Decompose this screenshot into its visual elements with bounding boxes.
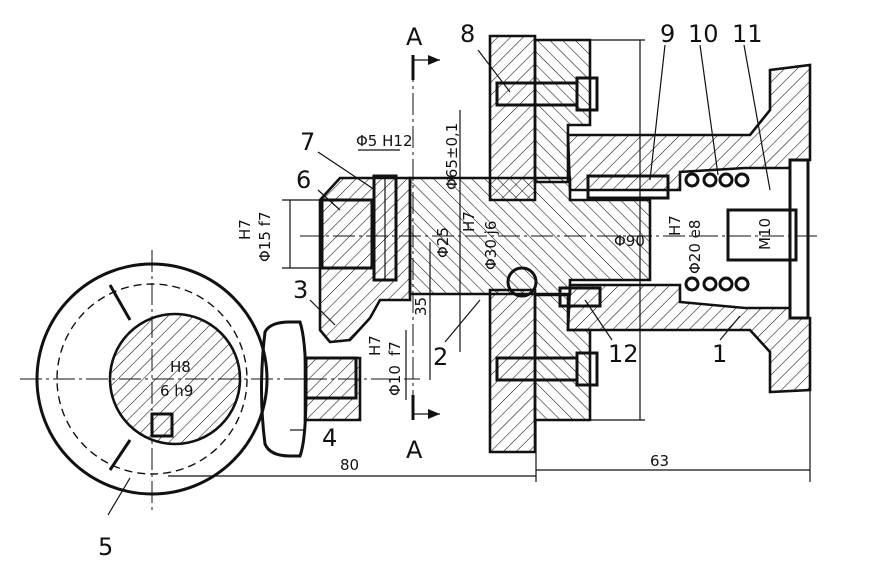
- part-label-4: 4: [322, 424, 337, 452]
- screw-part-11: [726, 208, 798, 262]
- pin-part-12: [506, 266, 602, 308]
- part-label-8: 8: [460, 20, 475, 48]
- dim-bore-25: Φ25: [434, 227, 452, 258]
- dim-spring-fit-h7: H7: [666, 215, 684, 236]
- knob-part-4: [260, 320, 358, 458]
- section-label-bottom: A: [406, 436, 423, 464]
- dim-dist-35: 35: [412, 297, 430, 316]
- dim-end-fit-f7: Φ15 f7: [256, 212, 274, 263]
- spring-part-10: [684, 172, 750, 292]
- section-marker-bottom: [411, 395, 440, 420]
- part-label-9: 9: [660, 20, 675, 48]
- section-marker-top: [411, 55, 440, 80]
- leader-lines: [107, 44, 771, 516]
- part-label-2: 2: [433, 343, 448, 371]
- part-label-1: 1: [712, 340, 727, 368]
- part-label-10: 10: [688, 20, 719, 48]
- part-label-7: 7: [300, 128, 315, 156]
- dim-spring-fit-e8: Φ20 e8: [686, 220, 704, 274]
- part-label-12: 12: [608, 340, 639, 368]
- dim-pin-hole: Φ5 H12: [356, 132, 412, 150]
- dim-key-h8: H8: [170, 358, 191, 376]
- dim-key-h9: 6 h9: [160, 382, 193, 400]
- dim-thread: M10: [756, 218, 774, 250]
- dim-shaft-fit-j6: Φ30 j6: [482, 221, 500, 270]
- part-label-5: 5: [98, 533, 113, 561]
- dim-shaft-fit-h7: H7: [460, 211, 478, 232]
- dim-body-dia: Φ90: [614, 232, 645, 250]
- dim-pin-dia: Φ10: [386, 365, 404, 396]
- pin-part-7: [372, 174, 398, 282]
- dim-pin-fit-f7: f7: [386, 341, 404, 356]
- dim-len-80: 80: [340, 456, 359, 474]
- dim-end-fit-h7: H7: [236, 219, 254, 240]
- bolts-part-8: [495, 76, 599, 387]
- shaft-part-2: [408, 174, 670, 296]
- center-lines: [20, 60, 820, 510]
- dim-len-63: 63: [650, 452, 669, 470]
- part-label-11: 11: [732, 20, 763, 48]
- section-label-top: A: [406, 23, 423, 51]
- body-part-1: [566, 63, 812, 394]
- dim-pin-fit-h7: H7: [366, 335, 384, 356]
- part-label-6: 6: [296, 166, 311, 194]
- dimension-lines: [168, 39, 811, 482]
- pin-part-6: [320, 198, 374, 270]
- dim-flange-dia: Φ65±0,1: [443, 123, 461, 190]
- part-label-3: 3: [293, 276, 308, 304]
